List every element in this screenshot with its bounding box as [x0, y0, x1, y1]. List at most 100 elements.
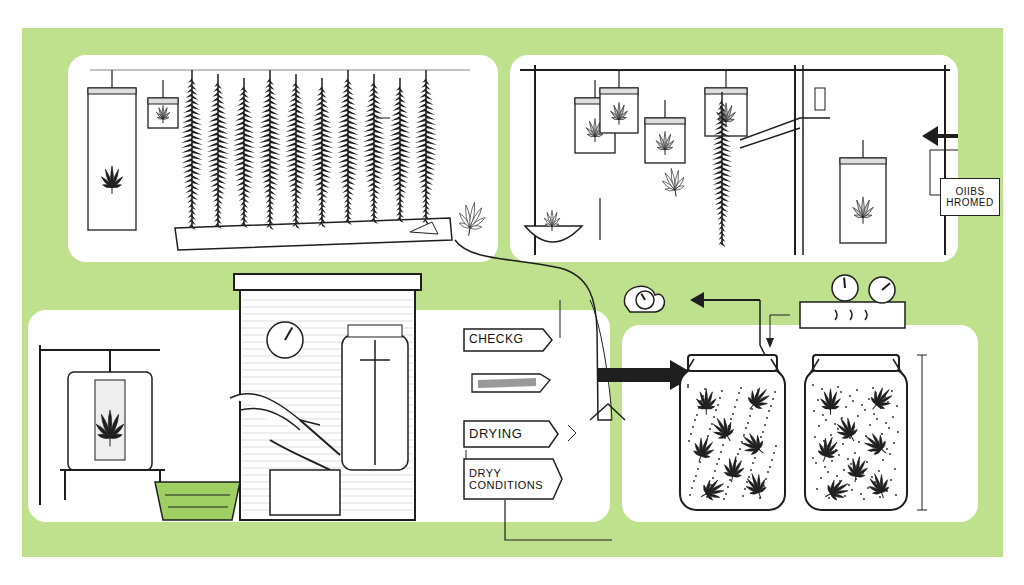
speckle [836, 475, 838, 477]
leaflet [665, 146, 673, 150]
tag-shape [464, 421, 558, 447]
bag-clip [148, 98, 178, 104]
speckle [821, 388, 823, 390]
speckle [892, 416, 894, 418]
rack-bar [520, 69, 950, 71]
speckle [775, 445, 777, 447]
speckle [687, 386, 689, 388]
speckle [750, 469, 752, 471]
leaf-stem [855, 476, 856, 482]
jar-body [805, 369, 907, 510]
speckle [744, 488, 746, 490]
speckle [857, 415, 859, 417]
leaf-stem [882, 492, 884, 498]
bag-outline [600, 88, 638, 133]
speckle [847, 458, 849, 460]
plant-foliage [415, 78, 437, 225]
speckle [894, 468, 896, 470]
plant-foliage [285, 82, 307, 229]
speckle [842, 443, 844, 445]
flow-line [590, 300, 612, 420]
leaflet [162, 112, 170, 120]
leaf-stem [873, 405, 877, 410]
curing-jars-scene [624, 275, 927, 510]
leaflet [726, 118, 735, 123]
speckle [867, 487, 869, 489]
return-arrow [700, 299, 760, 301]
tag-label: DRYING [463, 420, 559, 448]
tray-tag [410, 222, 438, 234]
speckle [748, 476, 750, 478]
hanging-plant [712, 92, 732, 247]
speckle [768, 410, 770, 412]
hanging-bag [148, 80, 178, 128]
leaflet [674, 185, 684, 192]
leaf-stem [759, 492, 761, 498]
speckle [715, 409, 717, 411]
rack-arm [740, 118, 830, 148]
speckle [812, 384, 814, 386]
leaflet [110, 433, 123, 440]
speckle [872, 387, 874, 389]
scene-panel [510, 55, 958, 262]
speckle [717, 404, 719, 406]
drying-line [90, 70, 470, 71]
leaf-stem [675, 190, 676, 196]
leaflet [830, 483, 849, 495]
speckle [712, 477, 714, 479]
speckle [816, 488, 818, 490]
leaflet [753, 404, 762, 410]
speckle [824, 466, 826, 468]
speckle [852, 400, 854, 402]
label-box: OIIBS HROMED [940, 178, 1000, 216]
gauge-dial [636, 291, 654, 309]
speckle [767, 471, 769, 473]
speckle [740, 387, 742, 389]
speckle [844, 495, 846, 497]
jar-stirrer [360, 340, 390, 465]
speckle [693, 480, 695, 482]
leaf-icon [844, 455, 870, 484]
bag-outline [840, 158, 886, 243]
bag-outline [645, 118, 685, 163]
leaflet [716, 418, 728, 437]
leaf-icon [655, 132, 674, 155]
leaflet [618, 110, 628, 120]
tag-label: DRYY CONDITIONS [463, 458, 563, 500]
leaf-icon [820, 389, 842, 415]
leaf-stem [863, 218, 864, 224]
speckle [743, 434, 745, 436]
tag-shape [464, 329, 552, 351]
leaflet [163, 117, 169, 120]
speckle [719, 397, 721, 399]
leaflet [726, 428, 734, 436]
glass-jar [342, 335, 408, 470]
leaflet [855, 460, 866, 477]
leaflet [700, 449, 714, 457]
leaf-stem [750, 405, 754, 410]
speckle [831, 460, 833, 462]
dimension-bracket [917, 355, 927, 510]
plant-foliage [389, 86, 411, 223]
speckle [850, 463, 852, 465]
leaflet [753, 395, 770, 406]
leaf-icon [689, 434, 718, 466]
leaflet [732, 474, 741, 477]
dial-needle [882, 283, 890, 290]
leaf-stem [825, 494, 830, 497]
speckle [770, 405, 772, 407]
speckle [814, 436, 816, 438]
leaflet [840, 418, 852, 437]
speckle [725, 493, 727, 495]
leaflet [619, 116, 627, 120]
speckle [843, 469, 845, 471]
speckle [845, 406, 847, 408]
speckle [687, 384, 689, 386]
speckle [752, 462, 754, 464]
jar-lid [348, 325, 402, 337]
speckle [760, 436, 762, 438]
speckle [891, 390, 893, 392]
leaf-stem [727, 436, 730, 441]
node-label: DRYY CONDITIONS [469, 467, 549, 491]
rack-post [794, 65, 796, 255]
